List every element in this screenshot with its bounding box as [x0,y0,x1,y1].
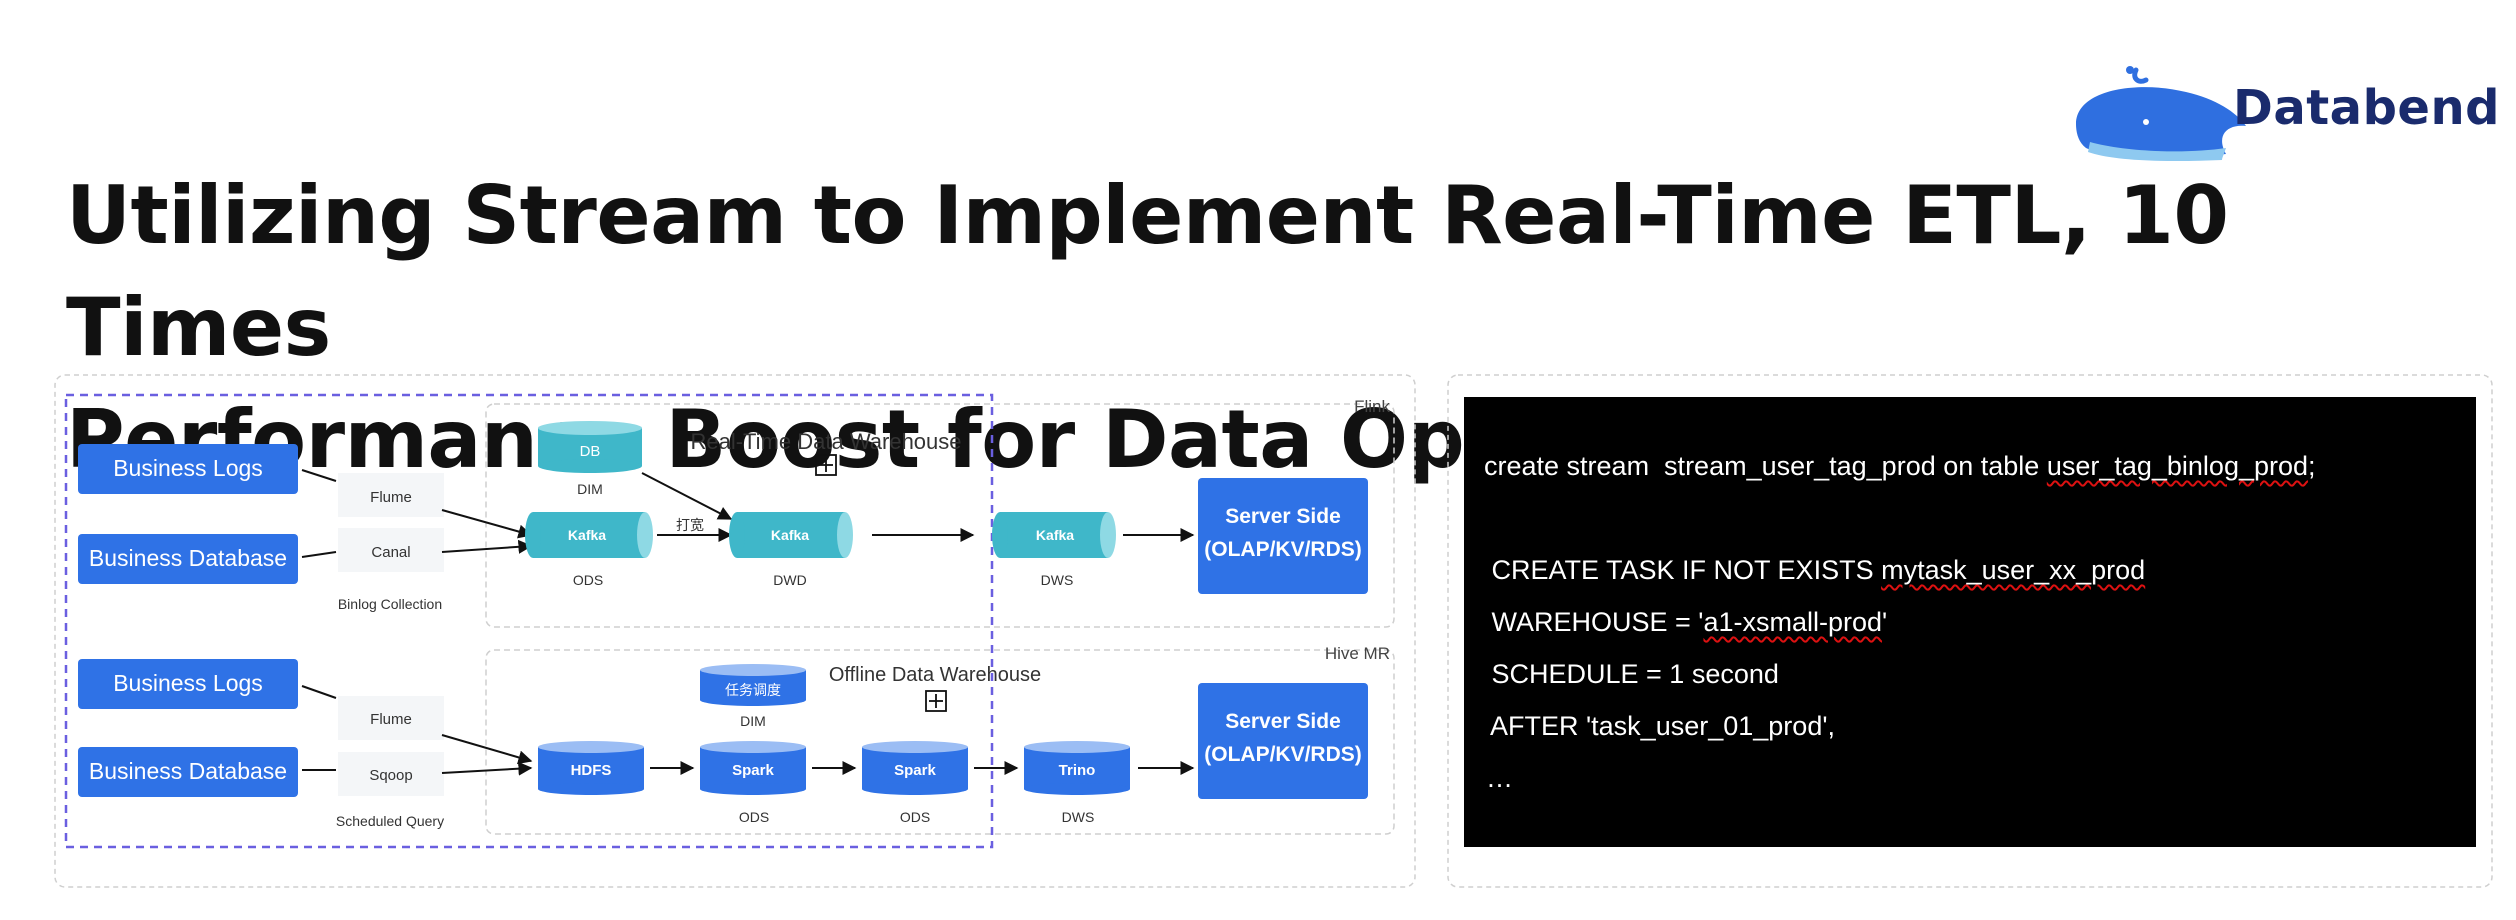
code-line-3: WAREHOUSE = 'a1-xsmall-prod' [1484,607,1888,637]
widen-edge-label: 打宽 [676,517,704,534]
dws-label-off: DWS [1062,809,1095,825]
hive-mr-label: Hive MR [1325,644,1390,663]
svg-text:(OLAP/KV/RDS): (OLAP/KV/RDS) [1204,743,1362,766]
dwd-label-rt: DWD [773,572,806,588]
left-panel-frame [54,374,1416,888]
spark-ods-node-1: Spark [700,741,806,795]
hdfs-node: HDFS [538,741,644,795]
source-business-logs-off: Business Logs [78,659,298,709]
highlight-region [64,393,994,849]
collector-flume-off: Flume [338,696,444,740]
scheduled-query-label: Scheduled Query [336,813,444,829]
svg-text:HDFS: HDFS [571,762,612,779]
title-line-1: Utilizing Stream to Implement Real-Time … [66,169,2229,374]
svg-text:Kafka: Kafka [1036,527,1074,543]
svg-text:Canal: Canal [371,544,410,561]
svg-text:任务调度: 任务调度 [725,683,781,699]
svg-text:Kafka: Kafka [568,527,606,543]
code-line-1: create stream stream_user_tag_prod on ta… [1484,451,2316,481]
svg-text:Server Side: Server Side [1225,505,1341,528]
realtime-title: Real-Time Data Warehouse [690,429,961,454]
source-business-database-off: Business Database [78,747,298,797]
trino-dws-node: Trino [1024,741,1130,795]
dws-label-rt: DWS [1041,572,1074,588]
svg-text:Business Logs: Business Logs [113,670,263,696]
ods-label-rt: ODS [573,572,603,588]
svg-text:(OLAP/KV/RDS): (OLAP/KV/RDS) [1204,538,1362,561]
svg-text:Flume: Flume [370,711,412,728]
realtime-section-frame [485,403,1395,628]
whale-icon [2076,66,2246,162]
offline-title: Offline Data Warehouse [829,664,1041,686]
sql-code-panel: create stream stream_user_tag_prod on ta… [1464,397,2476,847]
svg-text:DB: DB [580,443,601,460]
ods-label-off-1: ODS [739,809,769,825]
kafka-dws-node: Kafka [992,512,1116,558]
svg-text:Business Logs: Business Logs [113,455,263,481]
code-line-4: SCHEDULE = 1 second [1484,659,1779,689]
server-side-rt: Server Side (OLAP/KV/RDS) [1198,478,1368,594]
svg-text:Kafka: Kafka [771,527,809,543]
code-line-6: … [1486,763,1513,793]
svg-text:Spark: Spark [732,762,774,779]
expand-icon [815,454,837,476]
server-side-off: Server Side (OLAP/KV/RDS) [1198,683,1368,799]
svg-text:Flume: Flume [370,489,412,506]
dim-label-off: DIM [740,713,766,729]
source-business-database-rt: Business Database [78,534,298,584]
svg-text:Business Database: Business Database [89,758,287,784]
kafka-dwd-node: Kafka [729,512,853,558]
flink-label: Flink [1354,397,1390,416]
binlog-collection-label: Binlog Collection [338,596,442,612]
svg-text:Sqoop: Sqoop [369,767,412,784]
svg-text:Business Database: Business Database [89,545,287,571]
db-dim-node: DB [538,421,642,473]
scheduler-dim-node: 任务调度 [700,664,806,706]
dim-label-rt: DIM [577,481,603,497]
collector-canal: Canal [338,528,444,572]
kafka-ods-node: Kafka [525,512,653,558]
expand-icon-offline [925,690,947,712]
code-line-2: CREATE TASK IF NOT EXISTS mytask_user_xx… [1484,555,2146,585]
brand-name: Databend [2233,80,2501,136]
code-line-5: AFTER 'task_user_01_prod', [1484,711,1835,741]
spark-ods-node-2: Spark [862,741,968,795]
svg-text:Server Side: Server Side [1225,710,1341,733]
offline-section-frame [485,649,1395,835]
collector-sqoop: Sqoop [338,752,444,796]
collector-flume-rt: Flume [338,473,444,517]
source-business-logs-rt: Business Logs [78,444,298,494]
ods-label-off-2: ODS [900,809,930,825]
svg-text:Trino: Trino [1059,762,1096,779]
svg-text:Spark: Spark [894,762,936,779]
databend-logo [2076,66,2246,162]
